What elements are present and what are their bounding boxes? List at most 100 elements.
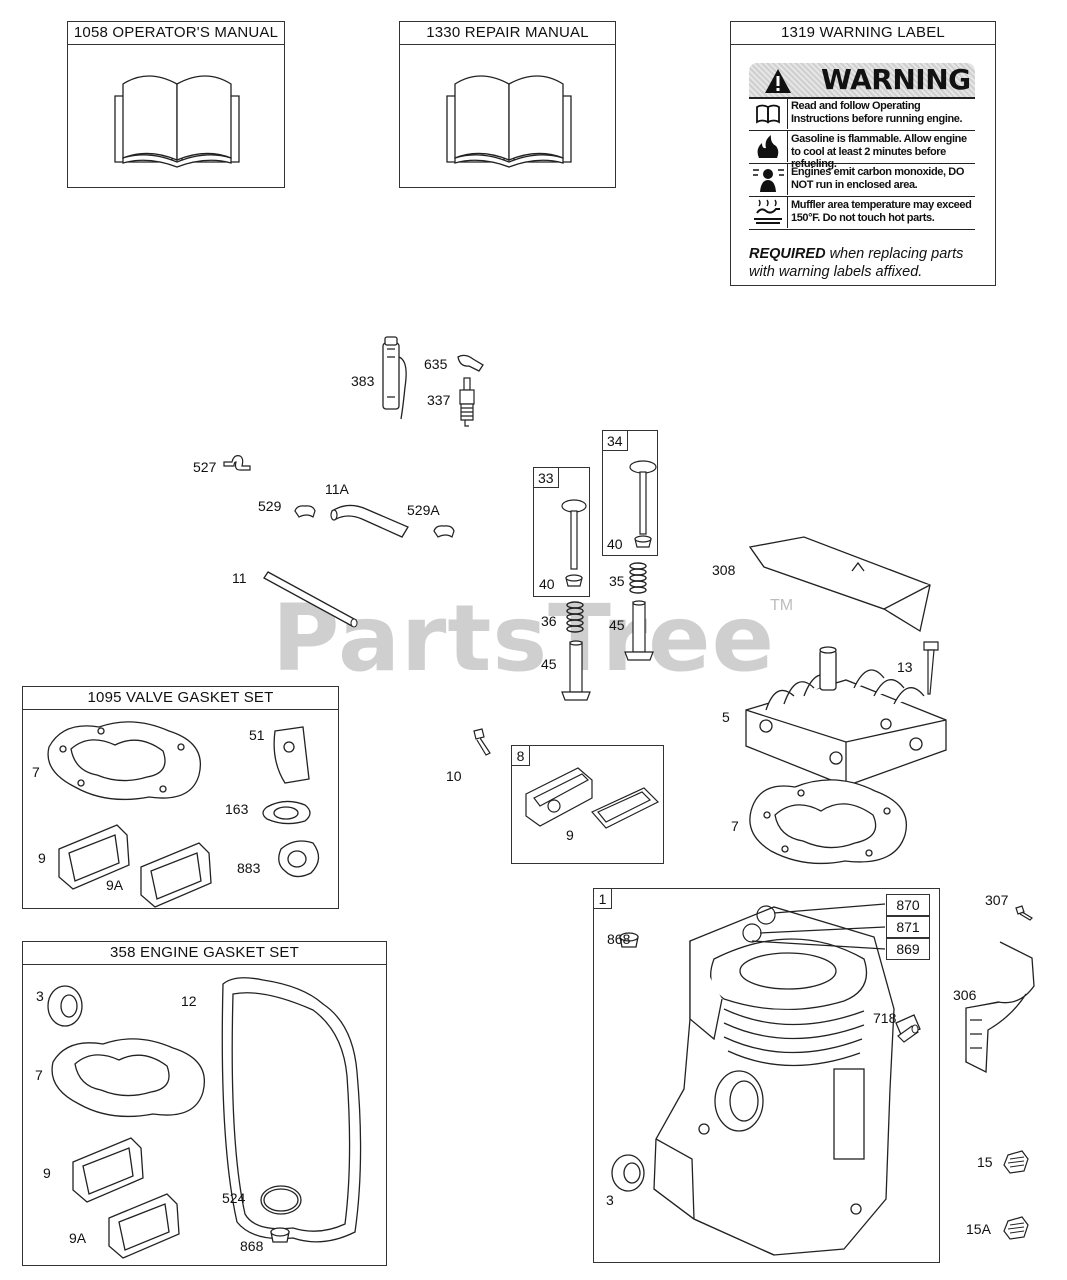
box-tag: 33 <box>534 468 559 488</box>
engine-gasket-set-box: 358 ENGINE GASKET SET <box>22 941 387 1266</box>
operators-manual-title: 1058 OPERATOR'S MANUAL <box>68 22 284 45</box>
part-number-40: 40 <box>539 576 555 592</box>
warning-header: WARNING <box>749 63 975 99</box>
intake-valve-box: 34 <box>602 430 658 556</box>
required-word: REQUIRED <box>749 246 826 262</box>
part-number-868: 868 <box>607 931 631 947</box>
repair-manual-box: 1330 REPAIR MANUAL <box>399 21 616 188</box>
part-number-13: 13 <box>897 659 913 675</box>
warning-row-carbon-monoxide: Engines emit carbon monoxide, DO NOT run… <box>749 164 975 197</box>
part-number-45: 45 <box>609 617 625 633</box>
fumes-icon <box>749 164 788 195</box>
part-number-15A: 15A <box>966 1221 991 1237</box>
warning-row-text: Engines emit carbon monoxide, DO NOT run… <box>791 166 965 191</box>
box-tag: 8 <box>512 746 530 766</box>
manual-icon <box>749 98 788 129</box>
part-number-12: 12 <box>181 993 197 1009</box>
part-number-10: 10 <box>446 768 462 784</box>
part-number-45: 45 <box>541 656 557 672</box>
book-icon <box>446 75 572 168</box>
cylinder-head-drawing <box>745 646 947 787</box>
valve-gasket-set-drawings <box>47 721 320 908</box>
callout-870: 870 <box>886 894 930 916</box>
part-number-529A: 529A <box>407 502 440 518</box>
required-text: when replacing parts with warning labels… <box>749 246 964 280</box>
part-number-9A: 9A <box>106 877 124 893</box>
repair-manual-title: 1330 REPAIR MANUAL <box>400 22 615 45</box>
part-number-868: 868 <box>240 1238 264 1254</box>
part-number-36: 36 <box>541 613 557 629</box>
warning-row-text: Muffler area temperature may exceed 150°… <box>791 199 972 224</box>
exhaust-valve-box: 33 <box>533 467 590 597</box>
plug-drawing <box>1003 1150 1029 1174</box>
valve-guide-drawing <box>561 640 591 701</box>
spark-plug-drawing <box>459 377 475 427</box>
warning-heading: WARNING <box>821 63 971 96</box>
engine-gasket-set-title: 358 ENGINE GASKET SET <box>23 942 386 965</box>
part-number-7: 7 <box>731 818 739 834</box>
hose-clamp-drawing <box>294 505 316 518</box>
part-number-3: 3 <box>36 988 44 1004</box>
tube-drawing <box>263 571 358 628</box>
head-shield-drawing <box>748 536 931 633</box>
part-number-306: 306 <box>953 987 977 1003</box>
breather-assembly-drawing <box>525 767 660 829</box>
part-number-337: 337 <box>427 392 451 408</box>
operators-manual-box: 1058 OPERATOR'S MANUAL <box>67 21 285 188</box>
book-icon <box>114 75 240 168</box>
valve-spring-drawing <box>566 601 584 633</box>
part-number-9A: 9A <box>69 1230 87 1246</box>
part-number-9: 9 <box>38 850 46 866</box>
box-tag: 34 <box>603 431 628 451</box>
callout-869: 869 <box>886 938 930 960</box>
warning-row-hot-parts: Muffler area temperature may exceed 150°… <box>749 197 975 230</box>
valve-gasket-set-box: 1095 VALVE GASKET SET <box>22 686 339 909</box>
screw-drawing <box>1015 905 1033 921</box>
part-number-40: 40 <box>607 536 623 552</box>
part-number-635: 635 <box>424 356 448 372</box>
part-number-7: 7 <box>32 764 40 780</box>
warning-required-note: REQUIRED when replacing parts with warni… <box>749 245 989 281</box>
cylinder-block-box: 1 870 871 869 <box>593 888 940 1263</box>
warning-row-text: Read and follow Operating Instructions b… <box>791 100 963 125</box>
part-number-529: 529 <box>258 498 282 514</box>
valve-guide-drawing <box>624 600 654 661</box>
callout-871: 871 <box>886 916 930 938</box>
warning-row-text: Gasoline is flammable. Allow engine to c… <box>791 133 967 170</box>
part-number-718: 718 <box>873 1010 897 1026</box>
part-number-383: 383 <box>351 373 375 389</box>
hose-clamp-drawing <box>433 525 455 538</box>
fire-icon <box>749 131 788 162</box>
valve-drawing <box>561 499 587 587</box>
plug-drawing <box>1003 1216 1029 1240</box>
part-number-15: 15 <box>977 1154 993 1170</box>
valve-spring-drawing <box>629 562 647 594</box>
part-number-11: 11 <box>232 570 247 586</box>
part-number-883: 883 <box>237 860 261 876</box>
bolt-drawing <box>923 641 939 695</box>
breather-box: 8 <box>511 745 664 864</box>
box-tag: 1 <box>594 889 612 909</box>
warning-row-manual: Read and follow Operating Instructions b… <box>749 98 975 131</box>
part-number-9: 9 <box>566 827 574 843</box>
warning-row-flammable: Gasoline is flammable. Allow engine to c… <box>749 131 975 170</box>
valve-drawing <box>629 460 657 548</box>
part-number-307: 307 <box>985 892 1009 908</box>
warning-label-title: 1319 WARNING LABEL <box>731 22 995 45</box>
breather-tube-drawing <box>330 504 409 538</box>
air-guide-drawing <box>965 941 1035 1074</box>
hot-surface-icon <box>749 197 788 228</box>
warning-label-box: 1319 WARNING LABEL WARNING Read and foll… <box>730 21 996 286</box>
part-number-35: 35 <box>609 573 625 589</box>
warning-triangle-icon <box>765 69 791 93</box>
part-number-527: 527 <box>193 459 217 475</box>
part-number-7: 7 <box>35 1067 43 1083</box>
engine-gasket-set-drawings <box>47 977 362 1259</box>
dowel-pin-drawing <box>897 1024 919 1043</box>
spark-plug-boot-drawing <box>457 354 484 372</box>
partstree-watermark: PartsTree <box>272 585 775 692</box>
cylinder-block-drawing <box>611 903 921 1256</box>
ignition-coil-drawing <box>382 336 407 420</box>
part-number-3: 3 <box>606 1192 614 1208</box>
part-number-51: 51 <box>249 727 265 743</box>
